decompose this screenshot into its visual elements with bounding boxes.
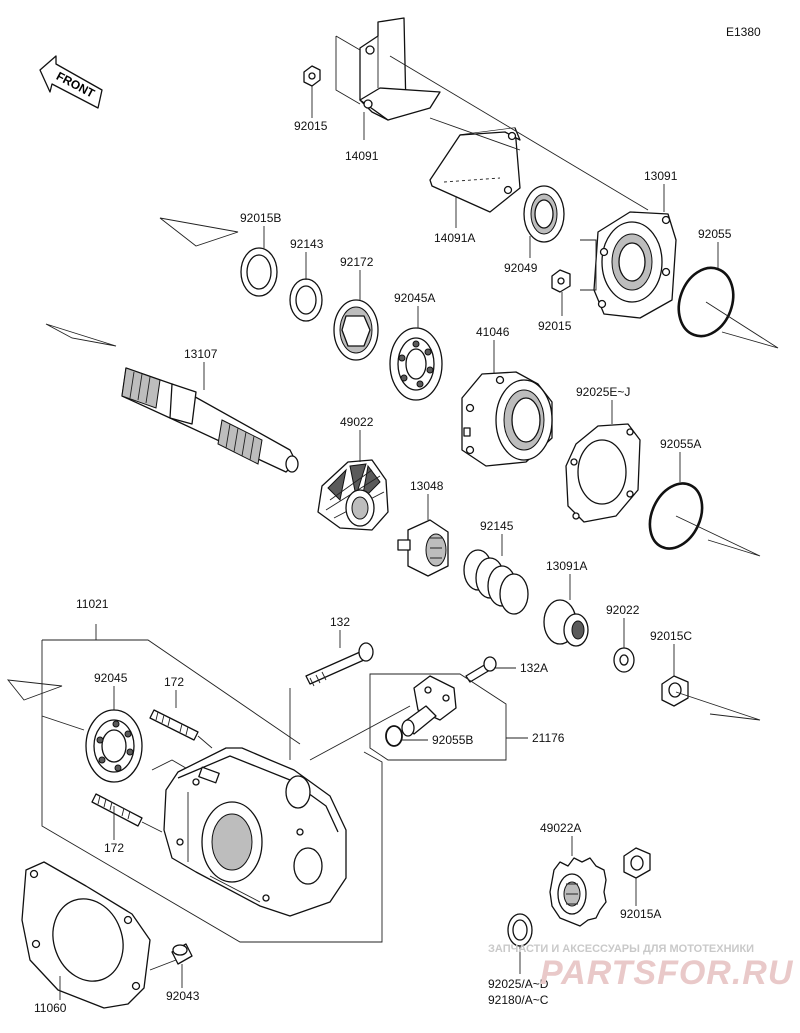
label-11021: 11021 xyxy=(76,597,109,611)
nut-92015-top xyxy=(303,65,321,87)
label-49022: 49022 xyxy=(340,415,374,429)
bevel-gear-49022 xyxy=(317,459,389,531)
label-11060: 11060 xyxy=(34,1001,67,1015)
spacer-92172 xyxy=(333,299,379,361)
nut-92015-mid xyxy=(551,269,571,293)
front-arrow-icon: FRONT xyxy=(39,55,103,109)
pin-92043 xyxy=(171,943,193,965)
nut-92015c xyxy=(661,675,689,707)
label-13091: 13091 xyxy=(644,169,678,183)
label-13107: 13107 xyxy=(184,347,218,361)
label-92180a-c: 92180/A~C xyxy=(488,993,549,1007)
watermark-logo: PARTSFOR.RU xyxy=(540,954,794,992)
label-92055a: 92055A xyxy=(660,437,701,451)
seal-92049 xyxy=(523,185,565,243)
bracket-14091a xyxy=(429,127,521,213)
label-92145: 92145 xyxy=(480,519,514,533)
label-132: 132 xyxy=(330,615,350,629)
cover-13091 xyxy=(593,211,677,319)
label-92043: 92043 xyxy=(166,989,200,1003)
washer-92022 xyxy=(613,647,635,673)
label-13048: 13048 xyxy=(410,479,444,493)
o-ring-92055 xyxy=(677,266,735,338)
label-92055: 92055 xyxy=(698,227,732,241)
coupling-13048 xyxy=(397,519,449,577)
label-92049: 92049 xyxy=(504,261,538,275)
label-172-lower: 172 xyxy=(104,841,124,855)
label-49022a: 49022A xyxy=(540,821,581,835)
washer-92025 xyxy=(507,913,533,947)
label-14091: 14091 xyxy=(345,149,379,163)
label-92022: 92022 xyxy=(606,603,640,617)
label-14091a: 14091A xyxy=(434,231,475,245)
bolt-132a xyxy=(465,656,497,683)
bearing-housing-41046 xyxy=(461,371,553,467)
label-92045a: 92045A xyxy=(394,291,435,305)
label-92015c: 92015C xyxy=(650,629,692,643)
watermark-tagline: ЗАПЧАСТИ И АКСЕССУАРЫ ДЛЯ МОТОТЕХНИКИ xyxy=(488,943,754,955)
collar-13091a xyxy=(543,599,589,647)
diagram-code: E1380 xyxy=(726,25,761,39)
spring-92145 xyxy=(463,549,529,615)
label-172-upper: 172 xyxy=(164,675,184,689)
o-ring-92055b xyxy=(385,725,403,747)
bolt-132 xyxy=(305,642,374,687)
label-92045: 92045 xyxy=(94,671,128,685)
label-13091a: 13091A xyxy=(546,559,587,573)
bearing-92045a xyxy=(389,327,443,401)
gear-case-11021 xyxy=(163,747,347,917)
bracket-14091 xyxy=(359,17,441,121)
label-92025a-d: 92025/A~D xyxy=(488,977,549,991)
label-92015: 92015 xyxy=(294,119,328,133)
stud-172-upper xyxy=(149,709,199,741)
label-41046: 41046 xyxy=(476,325,510,339)
collar-92143 xyxy=(289,278,323,322)
circlip-92015b xyxy=(240,247,278,297)
label-132a: 132A xyxy=(520,661,548,675)
label-21176: 21176 xyxy=(532,731,565,745)
label-92172: 92172 xyxy=(340,255,374,269)
gasket-92025e-j xyxy=(565,423,641,523)
gear-49022a xyxy=(549,857,607,927)
label-92015-mid: 92015 xyxy=(538,319,572,333)
label-92143: 92143 xyxy=(290,237,324,251)
stud-172-lower xyxy=(91,793,143,827)
label-92025e-j: 92025E~J xyxy=(576,385,630,399)
bearing-92045 xyxy=(85,709,143,783)
sensor-21176 xyxy=(401,675,457,737)
label-92015a: 92015A xyxy=(620,907,661,921)
nut-92015a xyxy=(623,847,651,879)
label-92055b: 92055B xyxy=(432,733,473,747)
shaft-13107 xyxy=(121,367,299,473)
gasket-11060 xyxy=(21,861,151,1009)
label-92015b: 92015B xyxy=(240,211,281,225)
